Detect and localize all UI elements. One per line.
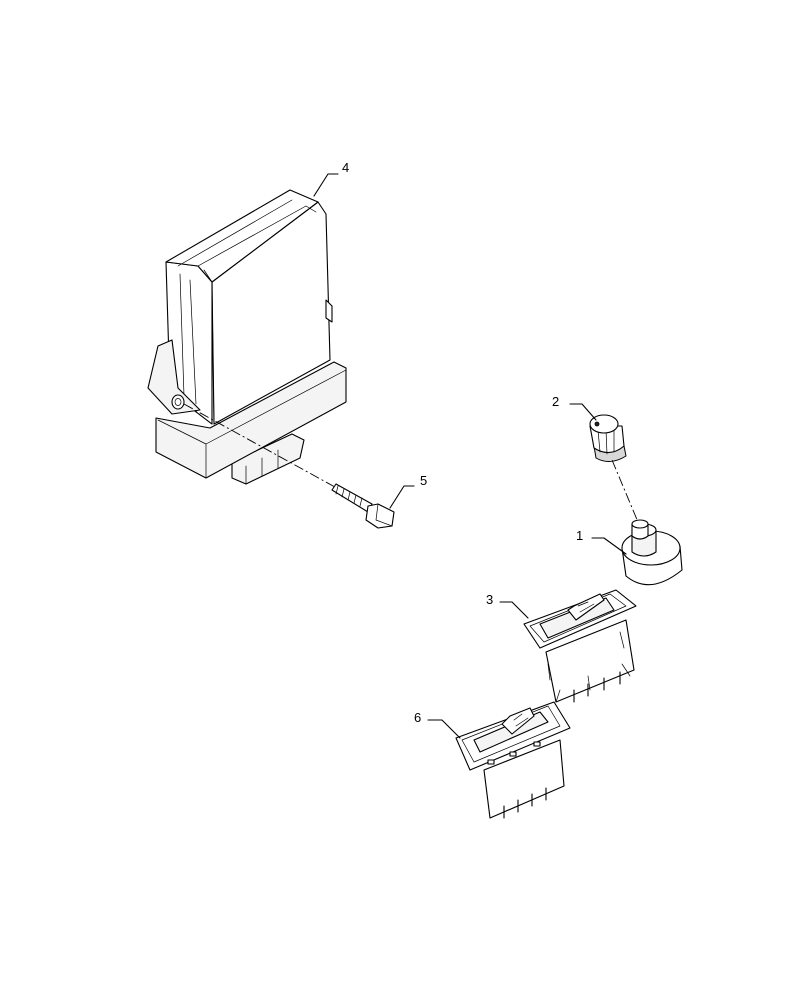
callout-3: 3 [486,592,529,619]
callout-5: 5 [389,473,427,509]
potentiometer[interactable] [621,519,683,586]
rocker-switch-6[interactable] [455,701,571,819]
control-module[interactable] [147,189,347,485]
callout-label-5: 5 [420,473,427,488]
knob[interactable] [589,414,627,462]
callout-label-1: 1 [576,528,583,543]
callout-2: 2 [552,394,597,421]
callout-4: 4 [313,160,349,197]
bolt[interactable] [331,483,395,529]
rocker-switch-3[interactable] [523,589,637,703]
callout-6: 6 [414,710,461,739]
callout-label-2: 2 [552,394,559,409]
callout-label-4: 4 [342,160,349,175]
callout-1: 1 [576,528,627,555]
callout-label-6: 6 [414,710,421,725]
knob-pot-centerline [611,459,639,523]
callout-label-3: 3 [486,592,493,607]
module-bolt-centerline [183,403,345,493]
